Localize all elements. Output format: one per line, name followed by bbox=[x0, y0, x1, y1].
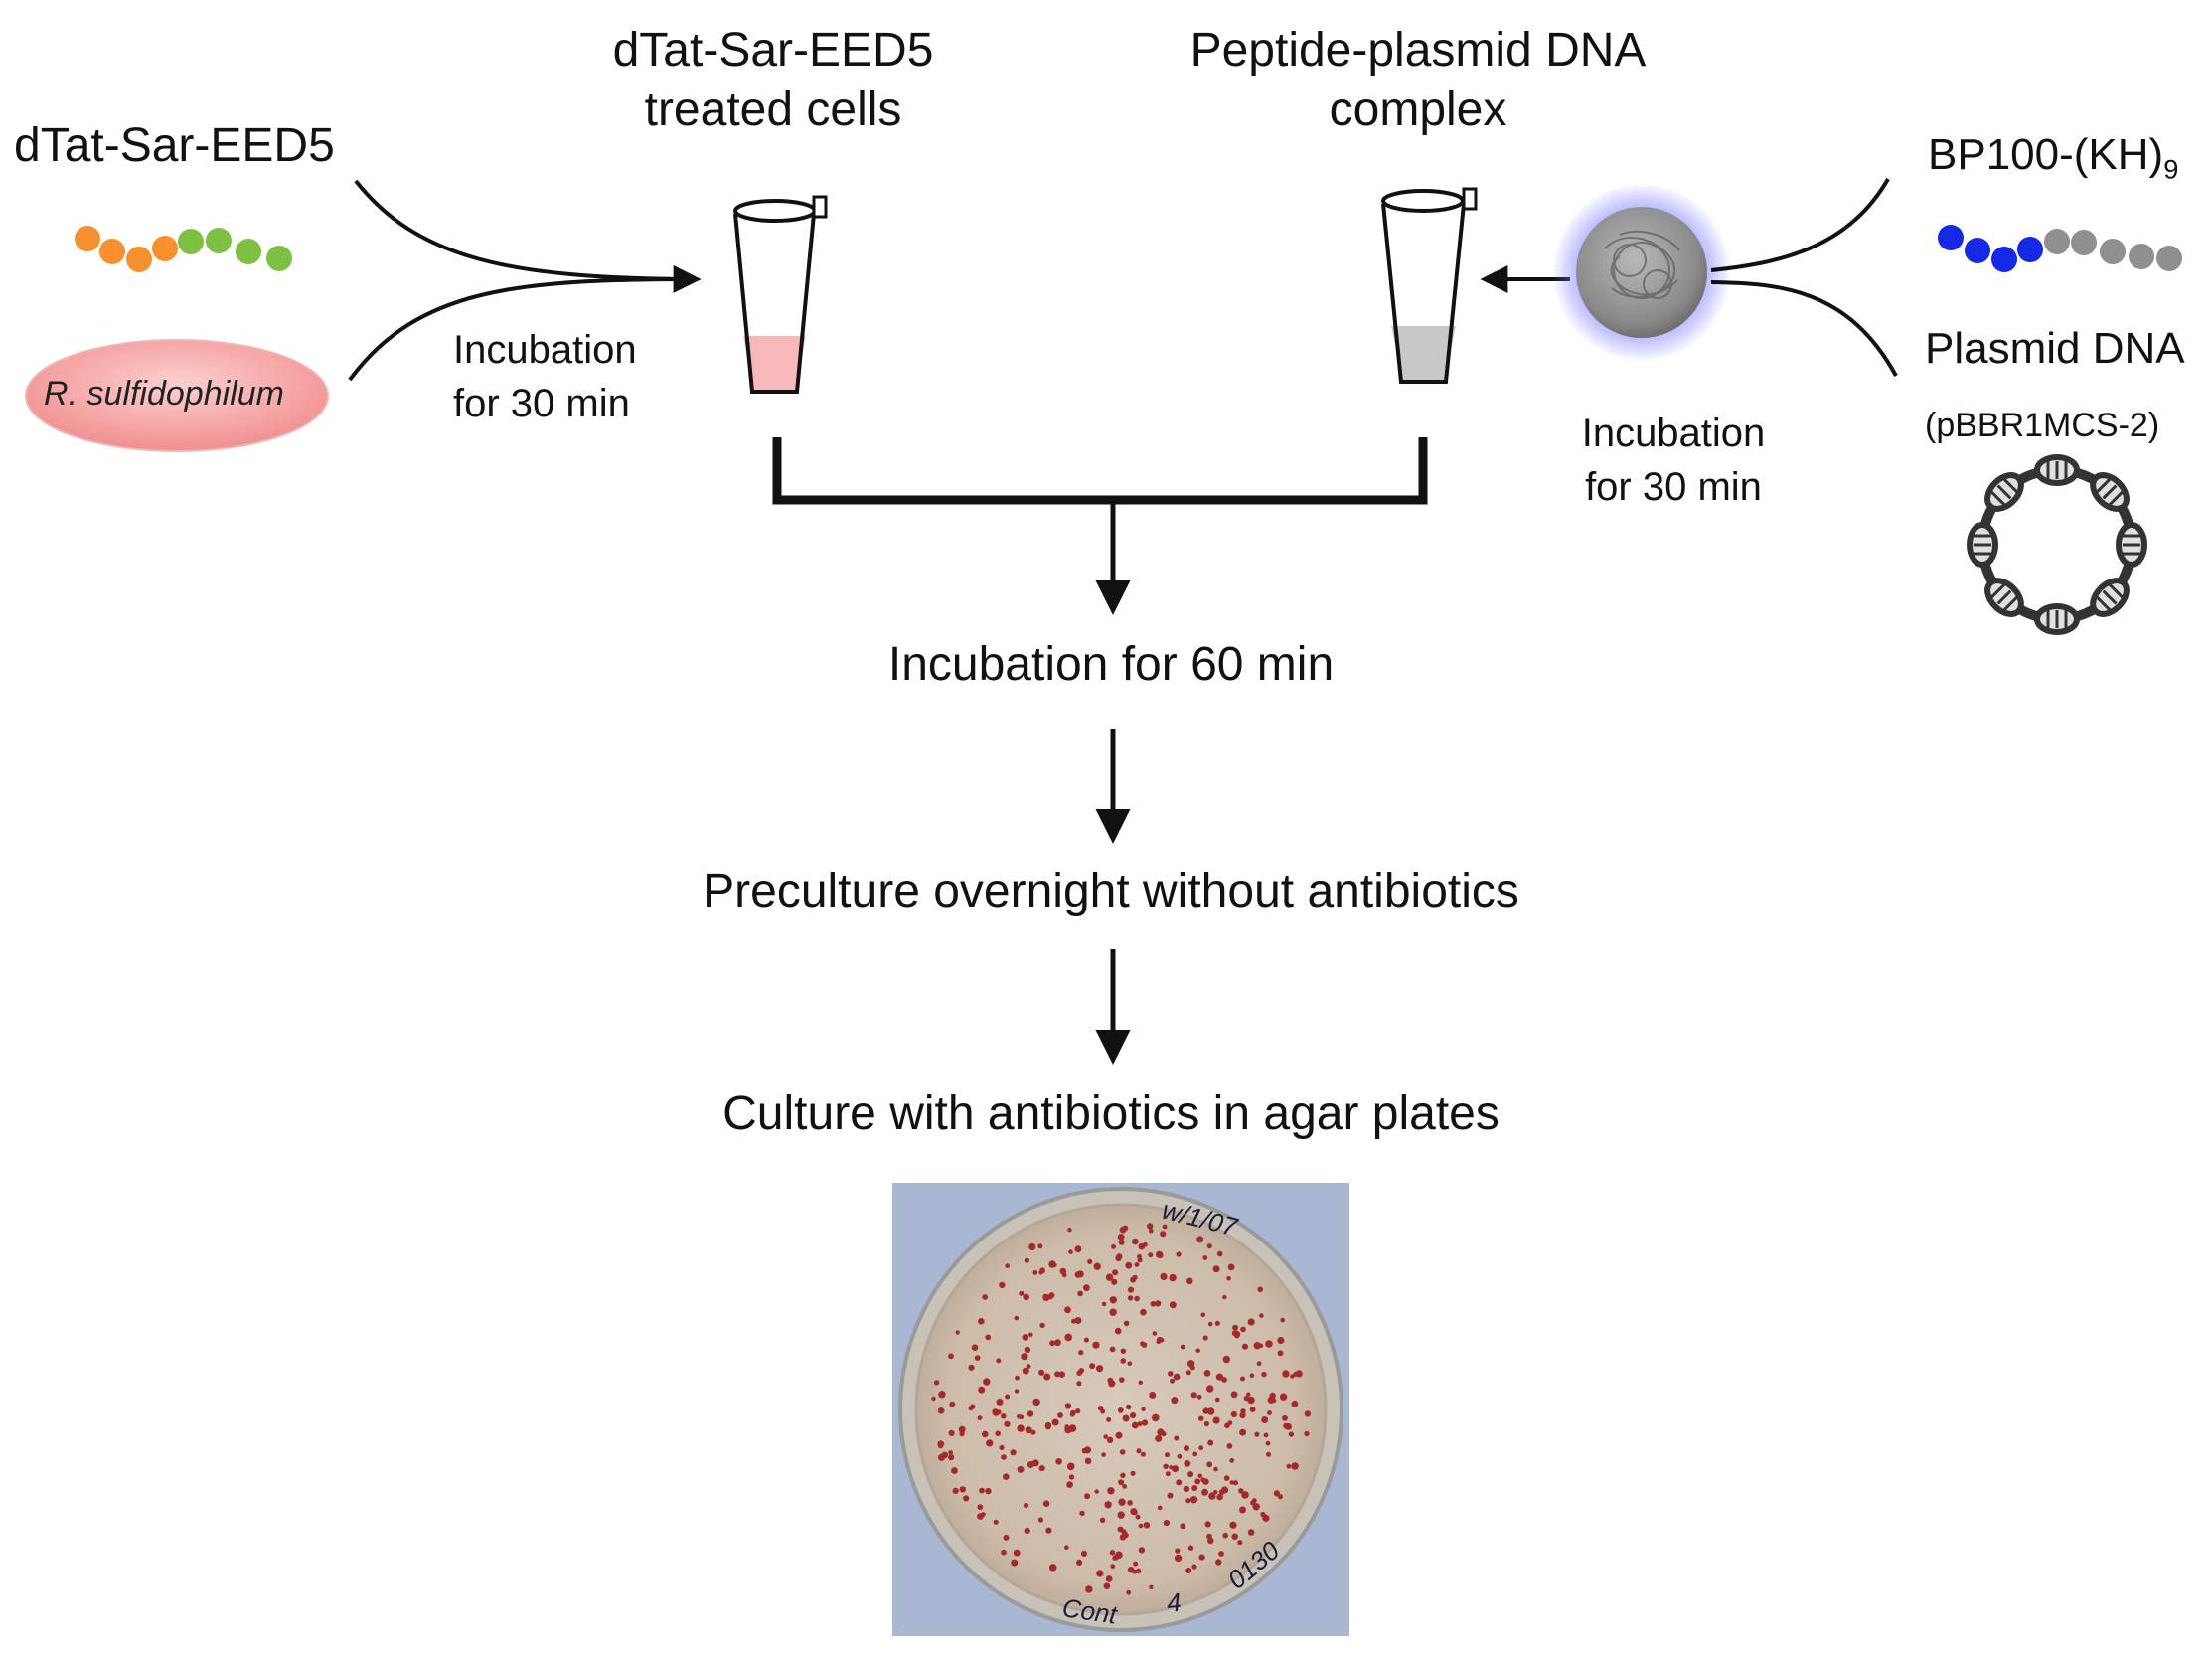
left-merge-arrows bbox=[348, 179, 702, 382]
treated-cells-title-line1: dTat-Sar-EED5 bbox=[612, 24, 934, 77]
complex-tube-icon bbox=[1381, 187, 1478, 384]
left-incubation-line1: Incubation bbox=[453, 328, 637, 372]
kh9-peptide-base: BP100-(KH) bbox=[1928, 130, 2164, 179]
eed5-peptide-chain-icon bbox=[75, 226, 292, 272]
cell-species-label: R. sulfidophilum bbox=[44, 375, 284, 413]
peptide-plasmid-complex-icon bbox=[1552, 183, 1731, 362]
colony-dots bbox=[931, 1223, 1312, 1595]
bacterial-cell-icon bbox=[25, 339, 329, 452]
plasmid-dna-icon bbox=[1967, 454, 2147, 635]
plate-note-num: 4 bbox=[1165, 1587, 1183, 1618]
complex-title-line2: complex bbox=[1329, 83, 1507, 136]
kh9-peptide-label: BP100-(KH)9 bbox=[1928, 129, 2178, 186]
right-incubation-line2: for 30 min bbox=[1585, 465, 1762, 509]
right-merge-lines bbox=[1710, 178, 1898, 377]
step-culture-agar: Culture with antibiotics in agar plates bbox=[722, 1087, 1500, 1140]
agar-plate-photo: w/1/07 Cont 4 0130 bbox=[892, 1183, 1349, 1636]
treated-cells-tube-icon bbox=[733, 195, 828, 394]
left-incubation-line2: for 30 min bbox=[453, 382, 630, 425]
plasmid-label: Plasmid DNA bbox=[1925, 324, 2185, 373]
eed5-peptide-label: dTat-Sar-EED5 bbox=[14, 119, 335, 172]
complex-title-line1: Peptide-plasmid DNA bbox=[1189, 24, 1647, 77]
plasmid-name-label: (pBBR1MCS-2) bbox=[1925, 407, 2160, 444]
step-incubation-60: Incubation for 60 min bbox=[887, 638, 1335, 691]
step-preculture: Preculture overnight without antibiotics bbox=[703, 865, 1519, 917]
right-incubation-line1: Incubation bbox=[1581, 412, 1766, 455]
treated-cells-title-line2: treated cells bbox=[644, 83, 902, 136]
kh9-peptide-chain-icon bbox=[1938, 225, 2182, 272]
kh9-peptide-subscript: 9 bbox=[2163, 153, 2179, 185]
join-bracket bbox=[772, 437, 1428, 505]
